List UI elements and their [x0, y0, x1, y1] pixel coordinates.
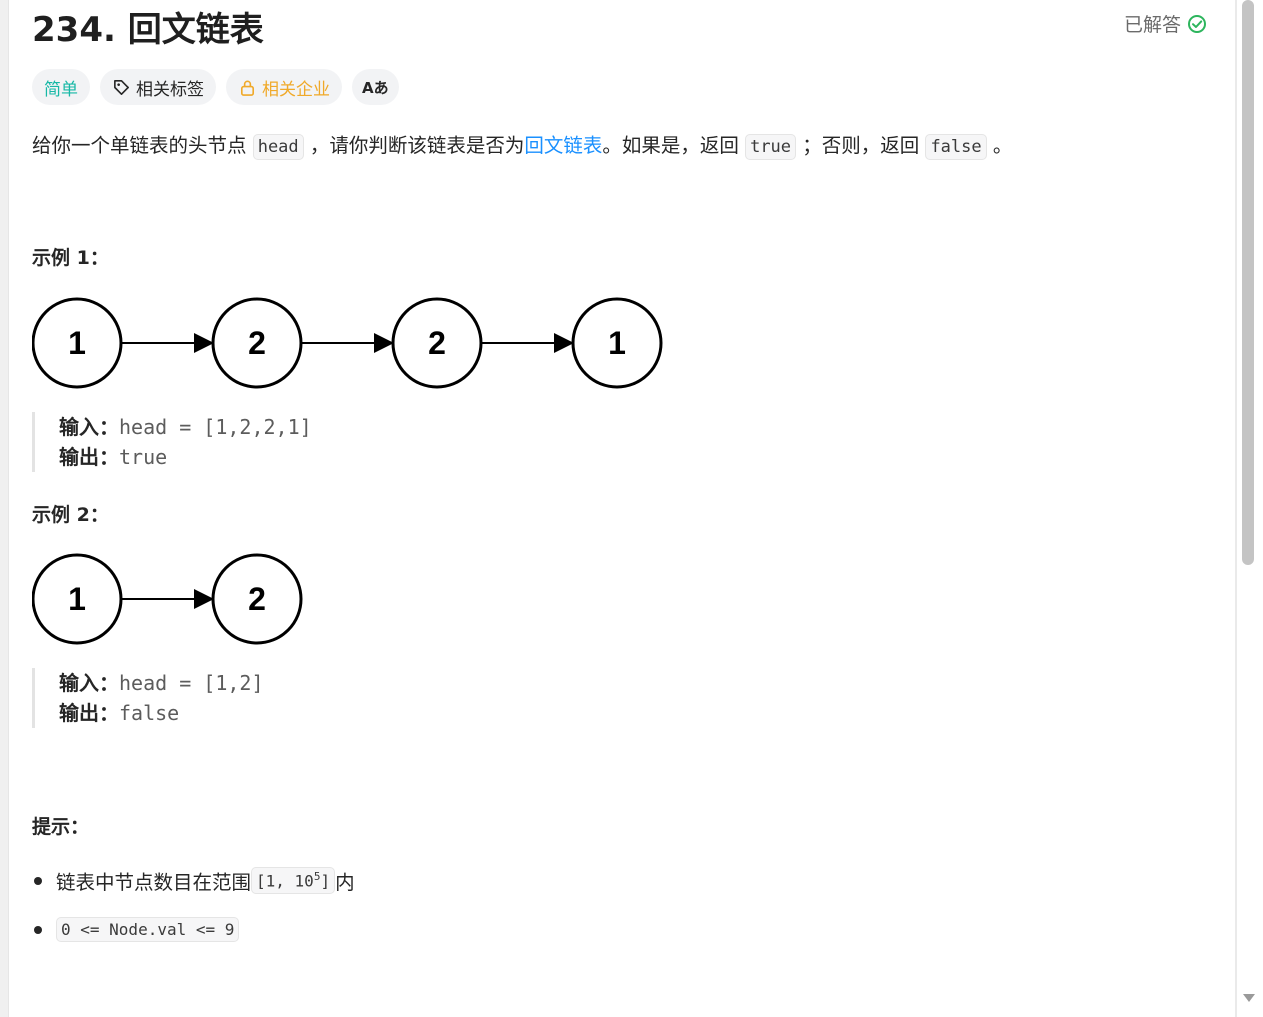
linked-list-node: 1 — [32, 297, 123, 389]
code-range: [1, 105] — [251, 867, 336, 894]
right-panel-border — [1235, 0, 1237, 1017]
difficulty-badge[interactable]: 简单 — [32, 69, 90, 105]
translate-icon: Aあ — [362, 78, 389, 97]
problem-title: 234. 回文链表 — [32, 10, 264, 50]
example-1-title: 示例 1： — [32, 247, 109, 269]
related-tags-button[interactable]: 相关标签 — [100, 69, 216, 105]
tag-icon — [114, 79, 129, 95]
constraint-item: 链表中节点数目在范围 [1, 105] 内 — [32, 866, 355, 895]
svg-text:2: 2 — [248, 325, 266, 361]
output-label: 输出： — [59, 701, 119, 725]
constraint-item: 0 <= Node.val <= 9 — [32, 917, 240, 942]
svg-text:1: 1 — [68, 325, 86, 361]
output-value: false — [119, 701, 180, 725]
code-head: head — [252, 134, 304, 160]
input-value: head = [1,2,2,1] — [119, 415, 312, 439]
scrollbar-thumb[interactable] — [1242, 0, 1254, 565]
svg-text:2: 2 — [248, 581, 266, 617]
tag-bar: 简单 相关标签 相关企业 Aあ — [32, 69, 399, 105]
input-label: 输入： — [59, 671, 119, 695]
input-value: head = [1,2] — [119, 671, 264, 695]
problem-statement: 给你一个单链表的头节点 head ，请你判断该链表是否为回文链表。如果是，返回 … — [32, 131, 1012, 162]
solved-status: 已解答 — [1124, 10, 1207, 37]
svg-text:2: 2 — [428, 325, 446, 361]
example-1-diagram: 1 2 2 1 — [32, 297, 663, 389]
related-companies-button[interactable]: 相关企业 — [226, 69, 342, 105]
output-value: true — [119, 445, 168, 469]
bullet-icon — [34, 876, 42, 885]
svg-text:1: 1 — [68, 581, 86, 617]
input-label: 输入： — [59, 415, 119, 439]
bullet-icon — [34, 925, 42, 934]
example-1-io: 输入：head = [1,2,2,1] 输出：true — [32, 412, 312, 472]
example-2-title: 示例 2： — [32, 504, 109, 526]
difficulty-label: 简单 — [44, 79, 78, 100]
scroll-down-arrow-icon[interactable] — [1243, 994, 1255, 1002]
linked-list-node: 1 — [32, 553, 123, 645]
lock-icon — [240, 80, 255, 96]
related-companies-label: 相关企业 — [262, 79, 330, 100]
solved-label: 已解答 — [1124, 14, 1182, 36]
code-node-val: 0 <= Node.val <= 9 — [56, 917, 240, 942]
translate-button[interactable]: Aあ — [352, 69, 399, 105]
example-2-diagram: 1 2 — [32, 553, 303, 645]
svg-text:1: 1 — [608, 325, 626, 361]
related-tags-label: 相关标签 — [136, 79, 204, 100]
palindrome-link[interactable]: 回文链表 — [524, 134, 603, 157]
linked-list-node: 2 — [211, 297, 303, 389]
linked-list-node: 2 — [391, 297, 483, 389]
code-false: false — [925, 134, 987, 160]
linked-list-node: 2 — [211, 553, 303, 645]
code-true: true — [745, 134, 797, 160]
left-panel-border — [0, 0, 9, 1017]
linked-list-node: 1 — [571, 297, 663, 389]
constraints-title: 提示： — [32, 816, 90, 838]
output-label: 输出： — [59, 445, 119, 469]
example-2-io: 输入：head = [1,2] 输出：false — [32, 668, 264, 728]
check-circle-icon — [1188, 14, 1207, 33]
